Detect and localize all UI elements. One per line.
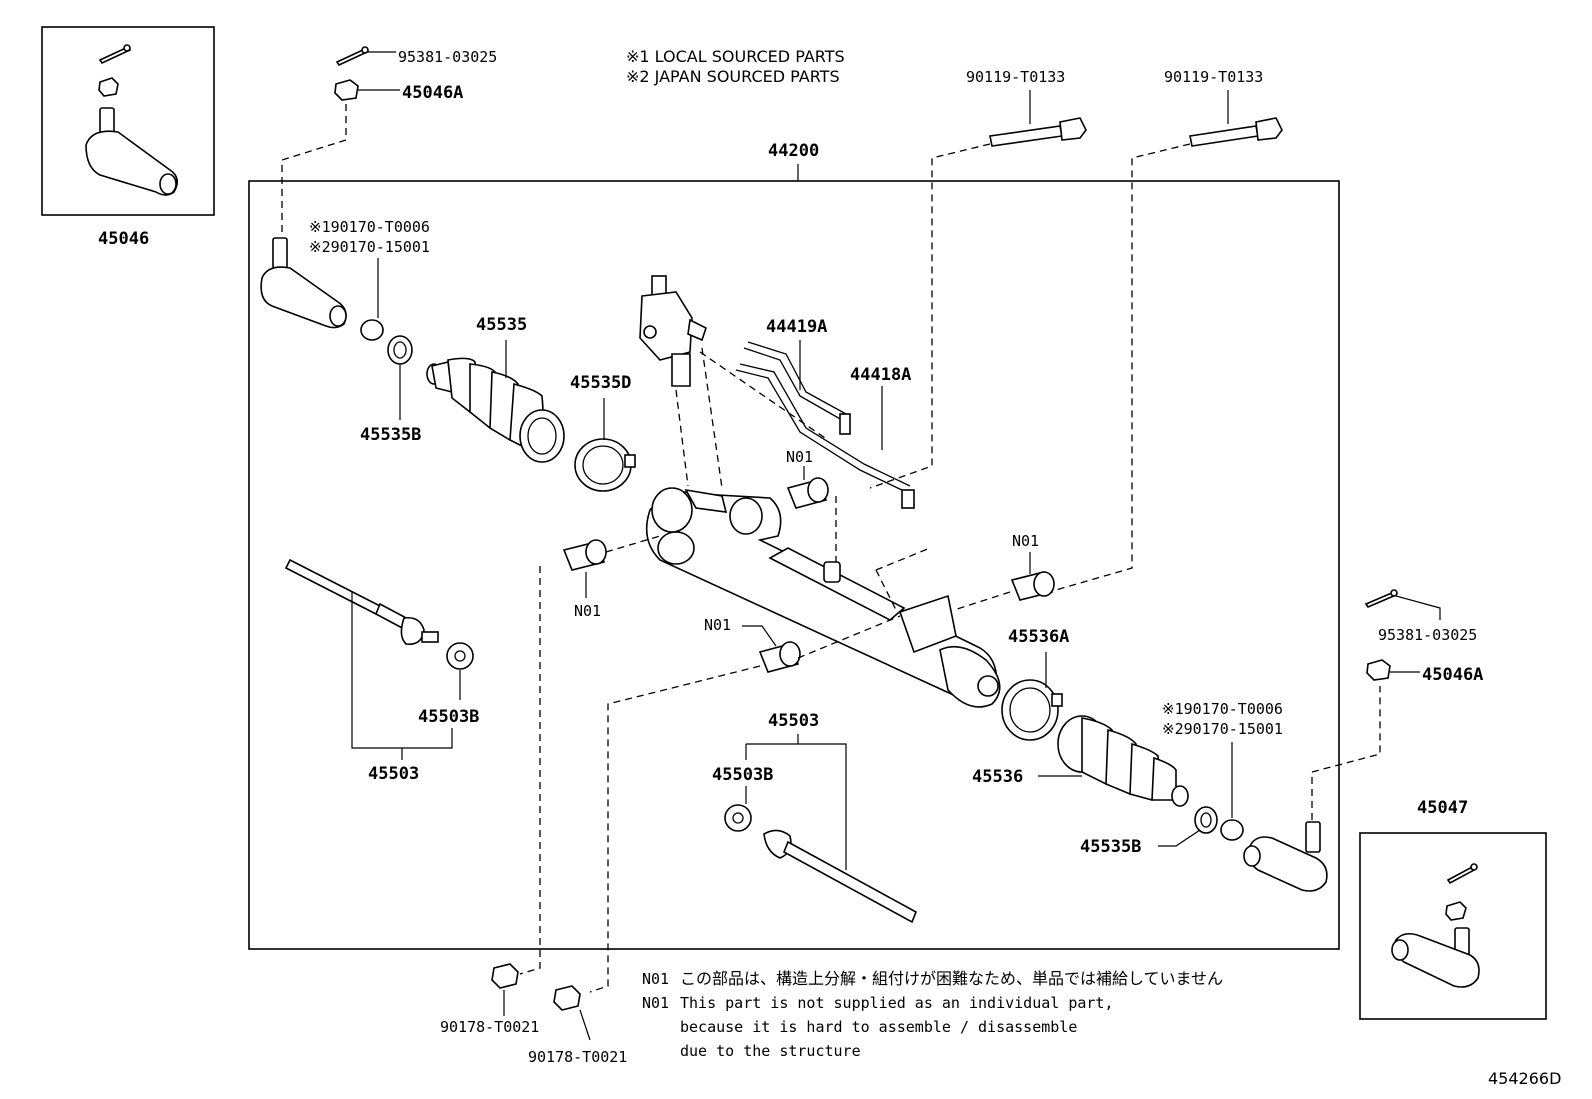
castle-nut-right bbox=[1366, 659, 1391, 681]
inset-45047-parts bbox=[1391, 863, 1480, 988]
label-n01-c: N01 bbox=[1012, 532, 1039, 550]
housing-collar bbox=[823, 561, 841, 583]
control-valve-body bbox=[639, 275, 707, 387]
footnote-n01-code-jp: N01 bbox=[642, 970, 669, 988]
label-45536A: 45536A bbox=[1008, 627, 1069, 647]
clip-left bbox=[387, 335, 413, 365]
label-45535B-right: 45535B bbox=[1080, 837, 1141, 857]
lock-nut-left bbox=[360, 319, 384, 341]
label-44200: 44200 bbox=[768, 141, 819, 161]
label-90119-b: 90119-T0133 bbox=[1164, 68, 1263, 86]
return-tube-44418A bbox=[735, 363, 915, 509]
label-n01-b: N01 bbox=[574, 602, 601, 620]
nut-90178-a bbox=[491, 963, 519, 989]
cotter-pin-right bbox=[1364, 589, 1398, 608]
label-90170-left-2: ※290170-15001 bbox=[309, 238, 430, 256]
bushing-n01-a bbox=[786, 477, 829, 509]
label-44418A: 44418A bbox=[850, 365, 911, 385]
label-45535: 45535 bbox=[476, 315, 527, 335]
inner-tie-rod-center bbox=[763, 829, 918, 924]
tie-rod-end-right bbox=[1243, 821, 1328, 892]
nut-90178-b bbox=[553, 985, 581, 1011]
figure-id: 454266D bbox=[1488, 1069, 1561, 1088]
label-90170-right-1: ※190170-T0006 bbox=[1162, 700, 1283, 718]
assembly-frame-44200 bbox=[248, 180, 1340, 950]
boot-45535 bbox=[426, 357, 565, 463]
label-45535D: 45535D bbox=[570, 373, 631, 393]
clip-right bbox=[1194, 806, 1218, 834]
note-local-sourced: ※1 LOCAL SOURCED PARTS bbox=[626, 47, 845, 66]
label-45503B-left: 45503B bbox=[418, 707, 479, 727]
bolt-90119-a bbox=[989, 117, 1087, 147]
boot-45536 bbox=[1057, 715, 1189, 807]
washer-45503B-center bbox=[724, 804, 752, 832]
label-45503B-center: 45503B bbox=[712, 765, 773, 785]
label-45046: 45046 bbox=[98, 229, 149, 249]
note-japan-sourced: ※2 JAPAN SOURCED PARTS bbox=[626, 67, 840, 86]
label-90170-right-2: ※290170-15001 bbox=[1162, 720, 1283, 738]
cotter-pin-left bbox=[335, 46, 369, 67]
label-95381-right: 95381-03025 bbox=[1378, 626, 1477, 644]
label-95381-left: 95381-03025 bbox=[398, 48, 497, 66]
footnote-n01-en-2: because it is hard to assemble / disasse… bbox=[680, 1018, 1077, 1036]
bushing-n01-b bbox=[562, 539, 607, 571]
lock-nut-right bbox=[1220, 819, 1244, 841]
clamp-45536A bbox=[1001, 679, 1063, 741]
bolt-90119-b bbox=[1189, 117, 1283, 147]
inner-tie-rod-left bbox=[284, 558, 439, 646]
label-44419A: 44419A bbox=[766, 317, 827, 337]
label-45047: 45047 bbox=[1417, 798, 1468, 818]
inset-frame-45047 bbox=[1359, 832, 1547, 1020]
steering-gear-housing bbox=[645, 487, 1001, 708]
footnote-n01-code-en: N01 bbox=[642, 994, 669, 1012]
inset-frame-45046 bbox=[41, 26, 215, 216]
inset-45046-parts bbox=[85, 44, 178, 196]
label-90178-a: 90178-T0021 bbox=[440, 1018, 539, 1036]
label-45535B-left: 45535B bbox=[360, 425, 421, 445]
footnote-n01-en-3: due to the structure bbox=[680, 1042, 861, 1060]
pressure-tube-44419A bbox=[743, 341, 851, 435]
label-90170-left-1: ※190170-T0006 bbox=[309, 218, 430, 236]
label-90178-b: 90178-T0021 bbox=[528, 1048, 627, 1066]
label-45503-center: 45503 bbox=[768, 711, 819, 731]
castle-nut-left bbox=[334, 79, 359, 101]
tie-rod-end-left bbox=[260, 237, 347, 329]
label-45536: 45536 bbox=[972, 767, 1023, 787]
bushing-n01-d bbox=[758, 641, 801, 673]
footnote-n01-jp: この部品は、構造上分解・組付けが困難なため、単品では補給していません bbox=[680, 969, 1223, 988]
bushing-n01-c bbox=[1010, 571, 1055, 601]
label-n01-d: N01 bbox=[704, 616, 731, 634]
label-90119-a: 90119-T0133 bbox=[966, 68, 1065, 86]
label-n01-a: N01 bbox=[786, 448, 813, 466]
label-45046A-right: 45046A bbox=[1422, 665, 1483, 685]
clamp-45535D bbox=[574, 438, 636, 492]
washer-45503B-left bbox=[446, 642, 474, 670]
label-45046A-left: 45046A bbox=[402, 83, 463, 103]
footnote-n01-en-1: This part is not supplied as an individu… bbox=[680, 994, 1113, 1012]
label-45503-left: 45503 bbox=[368, 764, 419, 784]
